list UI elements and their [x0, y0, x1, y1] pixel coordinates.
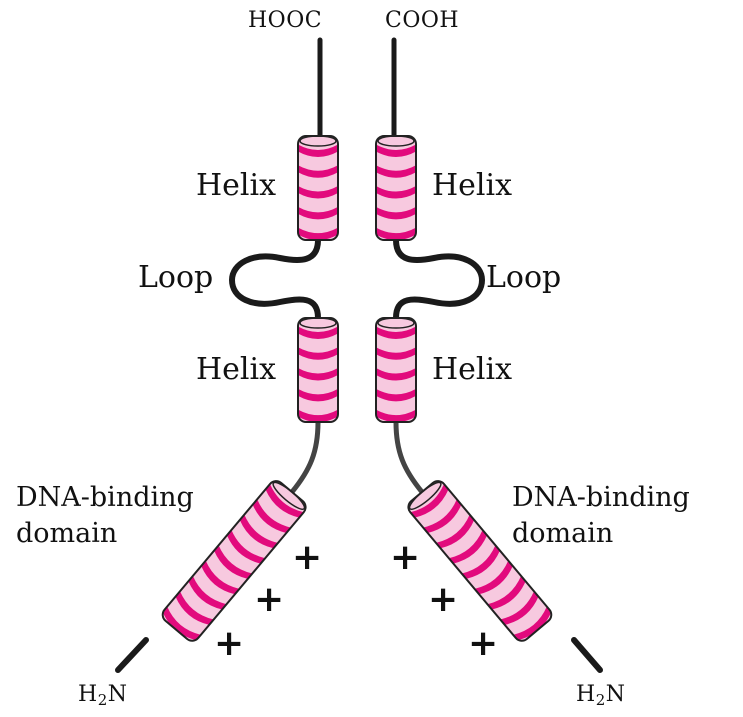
left-upper-helix — [298, 136, 338, 240]
right-dna-binding-label: DNA-binding domain — [512, 480, 690, 552]
left-loop — [232, 240, 318, 318]
backbone-lines — [118, 40, 600, 670]
left-dna-binding-line2: domain — [16, 516, 194, 552]
right-upper-helix — [376, 136, 416, 240]
left-lower-helix — [298, 318, 338, 422]
left-charge-plus-1: + — [292, 540, 322, 576]
right-upper-helix-label: Helix — [432, 168, 512, 203]
left-c-terminal-label: HOOC — [248, 8, 322, 33]
right-connector — [396, 422, 422, 492]
right-n-terminal-tail — [574, 640, 600, 670]
right-lower-helix-label: Helix — [432, 352, 512, 387]
left-dna-binding-line1: DNA-binding — [16, 480, 194, 516]
right-loop-label: Loop — [486, 260, 561, 295]
left-n-terminal-label: H2N — [78, 682, 127, 709]
right-n-terminal-label: H2N — [576, 682, 625, 709]
left-charge-plus-3: + — [214, 626, 244, 662]
left-upper-helix-label: Helix — [196, 168, 276, 203]
right-charge-plus-3: + — [468, 626, 498, 662]
right-n-terminal-prefix: H — [576, 682, 596, 707]
left-charge-plus-2: + — [254, 582, 284, 618]
right-n-terminal-subscript: 2 — [596, 691, 606, 709]
right-n-terminal-suffix: N — [606, 682, 626, 707]
right-c-terminal-label: COOH — [385, 8, 459, 33]
left-n-terminal-suffix: N — [108, 682, 128, 707]
left-n-terminal-tail — [118, 640, 146, 670]
right-charge-plus-2: + — [428, 582, 458, 618]
right-lower-helix — [376, 318, 416, 422]
helix-cylinders — [159, 136, 555, 644]
right-charge-plus-1: + — [390, 540, 420, 576]
left-loop-label: Loop — [138, 260, 213, 295]
right-dna-binding-line2: domain — [512, 516, 690, 552]
left-dna-binding-label: DNA-binding domain — [16, 480, 194, 552]
right-loop — [396, 240, 482, 318]
left-n-terminal-subscript: 2 — [98, 691, 108, 709]
left-lower-helix-label: Helix — [196, 352, 276, 387]
left-n-terminal-prefix: H — [78, 682, 98, 707]
left-connector — [292, 422, 318, 492]
right-dna-binding-line1: DNA-binding — [512, 480, 690, 516]
